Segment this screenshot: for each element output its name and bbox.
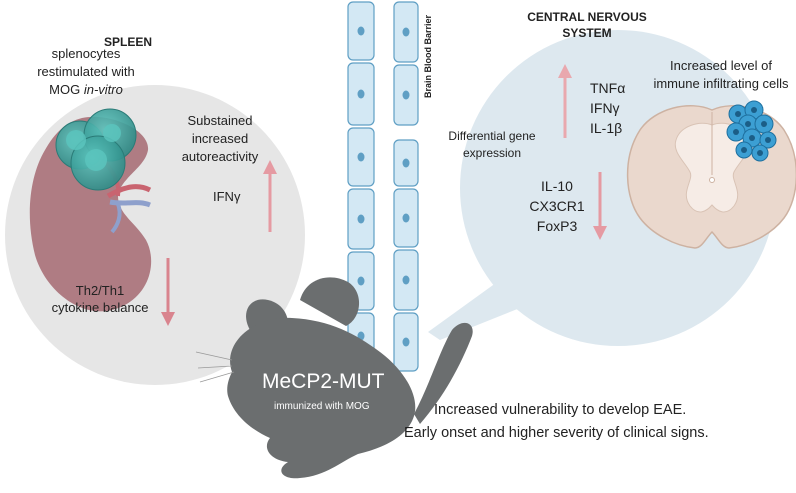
immune-infiltrating-cells [726, 100, 777, 162]
substained-line-3: autoreactivity [181, 149, 259, 164]
downregulated-genes: IL-10 CX3CR1 FoxP3 [520, 176, 594, 236]
down-gene: FoxP3 [536, 218, 578, 234]
mouse-silhouette [227, 277, 473, 479]
up-gene: TNFα [590, 80, 626, 96]
spleen-title: SPLEEN [104, 35, 153, 49]
infiltration-line-2: immune infiltrating cells [653, 76, 789, 91]
down-gene: CX3CR1 [529, 198, 585, 214]
substained-line-2: increased [191, 131, 249, 146]
up-gene: IL-1β [590, 120, 623, 136]
splenocytes-line-1: splenocytes [51, 46, 121, 61]
diff-line-2: expression [462, 146, 522, 160]
cns-title-line-2: SYSTEM [562, 26, 612, 40]
substained-autoreactivity-label: Substained increased autoreactivity [168, 112, 272, 166]
infiltration-label: Increased level of immune infiltrating c… [646, 57, 796, 93]
outcome-line-1: Increased vulnerability to develop EAE. [434, 402, 687, 418]
down-gene: IL-10 [541, 178, 573, 194]
brain-blood-barrier-label: Brain Blood Barrier [423, 14, 433, 98]
up-gene: IFNγ [590, 100, 620, 116]
balance-line-2: cytokine balance [51, 300, 149, 315]
upregulated-genes: TNFα IFNγ IL-1β [590, 78, 625, 138]
differential-expression-label: Differential gene expression [428, 128, 556, 162]
spleen-up-arrowhead [263, 160, 277, 174]
mouse-whiskers [195, 351, 235, 383]
splenocytes-line-3-plain: MOG [49, 82, 84, 97]
cytokine-balance-label: Th2/Th1 cytokine balance [40, 282, 160, 316]
mouse-strain-label: MeCP2-MUT [262, 370, 385, 393]
splenocytes-line-2: restimulated with [37, 64, 135, 79]
cns-down-arrowhead [593, 226, 607, 240]
spinal-cord [626, 105, 796, 249]
spleen-ifng-label: IFNγ [213, 189, 241, 204]
infiltration-line-1: Increased level of [670, 58, 772, 73]
splenocytes-line-3-italic: in-vitro [83, 82, 123, 97]
outcome-line-2: Early onset and higher severity of clini… [404, 425, 709, 441]
endothelial-nuclei [357, 26, 410, 347]
substained-line-1: Substained [187, 113, 253, 128]
splenocytes-label: splenocytes restimulated with MOG in-vit… [14, 45, 158, 99]
brain-blood-barrier [347, 1, 419, 372]
cns-title-line-1: CENTRAL NERVOUS [527, 10, 647, 24]
spleen-down-arrowhead [161, 312, 175, 326]
cns-up-arrowhead [558, 64, 572, 78]
splenocytes-line-3: MOG in-vitro [14, 81, 158, 99]
diff-line-1: Differential gene [448, 129, 536, 143]
mouse-immunization-label: immunized with MOG [274, 401, 370, 412]
balance-line-1: Th2/Th1 [75, 283, 125, 298]
cns-title: CENTRAL NERVOUS SYSTEM [512, 9, 662, 41]
splenocyte-cluster [55, 108, 137, 191]
